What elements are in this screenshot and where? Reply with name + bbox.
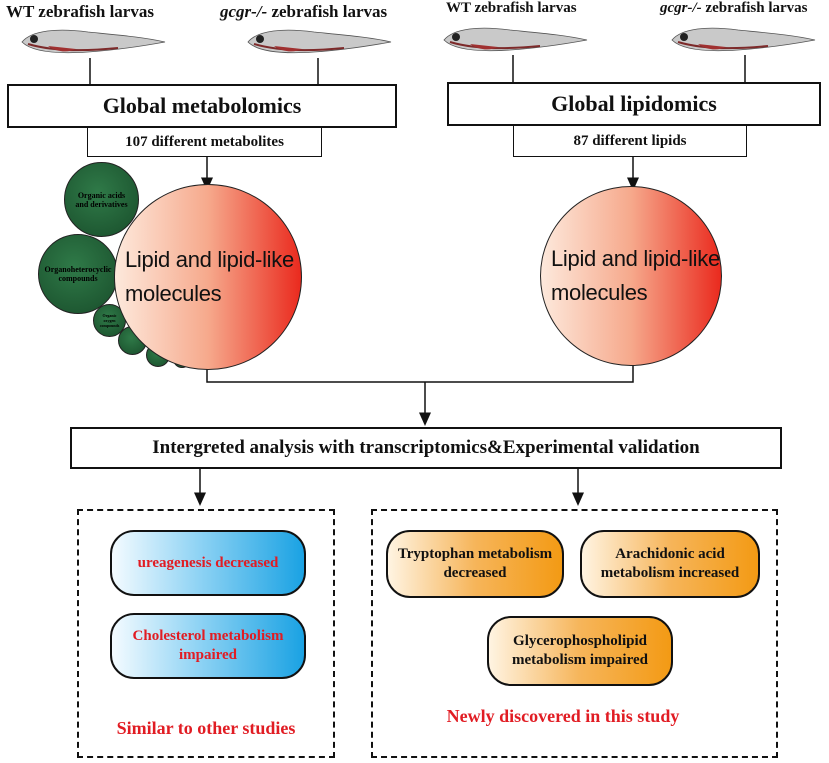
similar-caption: Similar to other studies <box>116 718 296 738</box>
green-circle-label: Organic acids and derivatives <box>75 190 128 209</box>
cholesterol-pill: Cholesterol metabolism impaired <box>110 613 306 679</box>
gcgr-label-right: gcgr-/- zebrafish larvas <box>660 0 807 17</box>
ureagenesis-pill: ureagenesis decreased <box>110 530 306 596</box>
novel-findings-box <box>371 509 778 758</box>
zebrafish-icon <box>21 29 166 54</box>
zebrafish-icon <box>443 27 588 52</box>
lipids-count-box: 87 different lipids <box>513 125 747 157</box>
gcgr-genotype: gcgr-/- <box>660 0 702 16</box>
green-circle-label: Organoheterocyclic compounds <box>44 265 112 283</box>
metabolomics-box: Global metabolomics <box>7 84 397 128</box>
lipid-circle-label: Lipid and lipid-like molecules <box>125 247 294 306</box>
arachidonic-pill: Arachidonic acid metabolism increased <box>580 530 760 598</box>
metabolites-count-box: 107 different metabolites <box>87 127 322 157</box>
tryptophan-pill: Tryptophan metabolism decreased <box>386 530 564 598</box>
zebrafish-icon <box>671 27 816 52</box>
gcgr-genotype: gcgr-/- <box>220 2 268 21</box>
gcgr-suffix: zebrafish larvas <box>701 0 808 16</box>
organoheterocyclic-circle: Organoheterocyclic compounds <box>38 234 118 314</box>
lipid-circle-label: Lipid and lipid-like molecules <box>551 246 720 305</box>
gcgr-label-left: gcgr-/- zebrafish larvas <box>220 2 387 22</box>
green-circle-label: Organic oxygen compounds <box>99 313 120 328</box>
wt-label-left: WT zebrafish larvas <box>6 2 154 21</box>
similar-studies-box <box>77 509 335 758</box>
integrated-analysis-box: Intergreted analysis with transcriptomic… <box>70 427 782 469</box>
glycerophospholipid-pill: Glycerophospholipid metabolism impaired <box>487 616 673 686</box>
gcgr-suffix: zebrafish larvas <box>267 2 388 21</box>
organic-acids-circle: Organic acids and derivatives <box>64 162 139 237</box>
lipid-circle-left: Lipid and lipid-like molecules <box>114 184 302 370</box>
zebrafish-icon <box>247 29 392 54</box>
novel-caption: Newly discovered in this study <box>446 706 680 726</box>
wt-label-right: WT zebrafish larvas <box>446 0 577 16</box>
lipid-circle-right: Lipid and lipid-like molecules <box>540 186 722 366</box>
lipidomics-box: Global lipidomics <box>447 82 821 126</box>
